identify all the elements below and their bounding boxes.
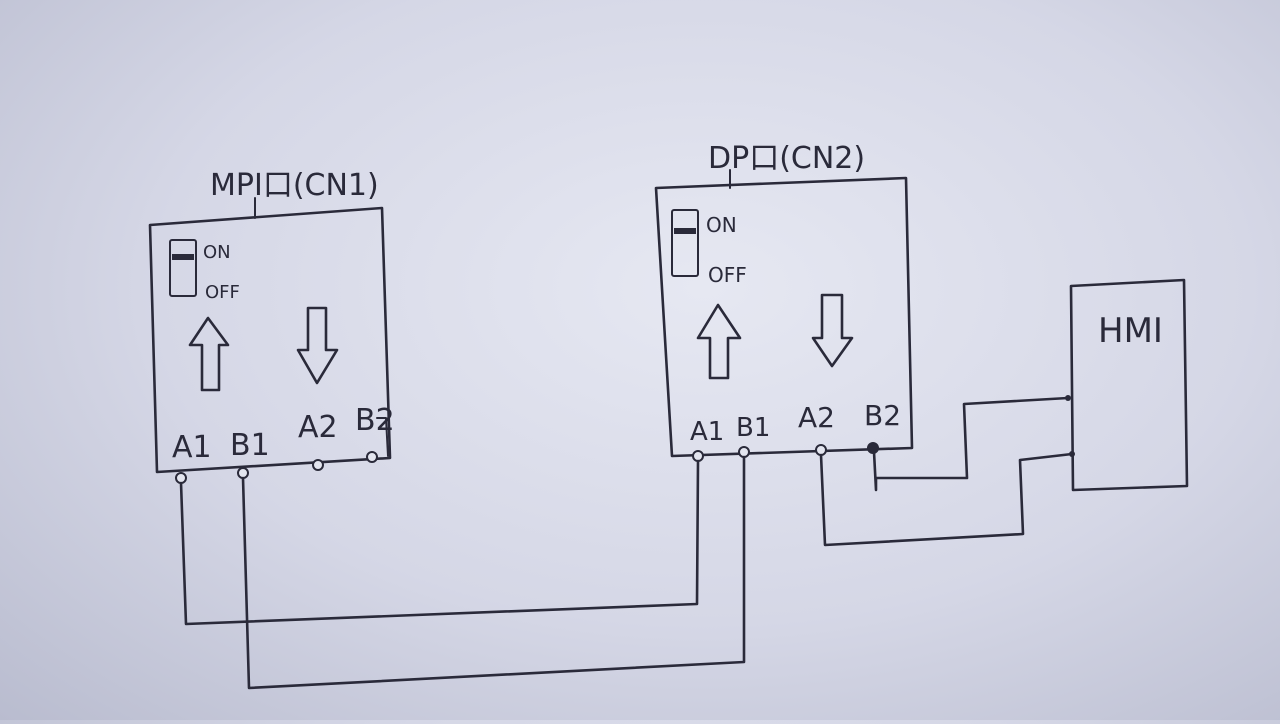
module-cn1-switch-off-label: OFF: [205, 282, 240, 303]
hmi-label: HMI: [1098, 311, 1163, 351]
module-cn1-terminal-b1: [237, 467, 249, 479]
wire-cn1-a1-to-cn2-a1: [179, 459, 700, 626]
module-cn2: DP口(CN2) ON OFF A1 B1 A2 B2: [654, 141, 914, 462]
module-cn2-switch-lever: [674, 228, 696, 234]
module-cn1-switch-icon: [169, 239, 197, 297]
wire-cn1-b1-to-cn2-b1: [241, 455, 746, 690]
module-cn1-terminal-label-a1: A1: [172, 430, 212, 465]
hmi-device: HMI: [1065, 278, 1189, 492]
module-cn1: MPI口(CN1) ON OFF A1 B1 A2 B2: [148, 168, 395, 484]
module-cn1-switch-on-label: ON: [203, 242, 231, 263]
module-cn1-up-arrow-icon: [188, 316, 230, 392]
module-cn2-switch-icon: [671, 209, 699, 277]
module-cn1-terminal-label-b2: B2: [355, 403, 395, 438]
wires: [179, 396, 1074, 690]
module-cn1-title: MPI口(CN1): [210, 168, 379, 203]
module-cn2-terminal-b1: [738, 446, 750, 458]
module-cn1-terminal-b2: [366, 451, 378, 463]
module-cn2-down-arrow-icon: [811, 293, 854, 368]
module-cn2-switch-off-label: OFF: [708, 263, 747, 287]
hmi-box: [1069, 278, 1189, 492]
module-cn2-switch-on-label: ON: [706, 213, 737, 237]
wire-cn1-b2-stub: [376, 417, 389, 457]
module-cn2-title: DP口(CN2): [708, 141, 865, 176]
module-cn1-terminal-a1: [175, 472, 187, 484]
module-cn1-terminal-label-a2: A2: [298, 410, 338, 445]
module-cn2-up-arrow-icon: [696, 303, 742, 380]
module-cn2-terminal-label-a2: A2: [798, 401, 835, 434]
wire-cn2-a2-to-hmi: [819, 452, 1074, 547]
module-cn1-terminal-label-b1: B1: [230, 428, 270, 463]
module-cn2-terminal-a2: [815, 444, 827, 456]
module-cn2-terminal-label-a1: A1: [690, 417, 724, 447]
module-cn1-switch-lever: [172, 254, 194, 260]
module-cn2-terminal-label-b1: B1: [736, 413, 770, 443]
module-cn2-terminal-a1: [692, 450, 704, 462]
module-cn1-terminal-a2: [312, 459, 324, 471]
module-cn1-box: [148, 206, 392, 474]
wire-cn2-b2-to-hmi: [872, 396, 1070, 492]
module-cn2-box: [654, 176, 914, 458]
module-cn2-terminal-label-b2: B2: [864, 399, 901, 432]
module-cn1-down-arrow-icon: [296, 306, 339, 385]
